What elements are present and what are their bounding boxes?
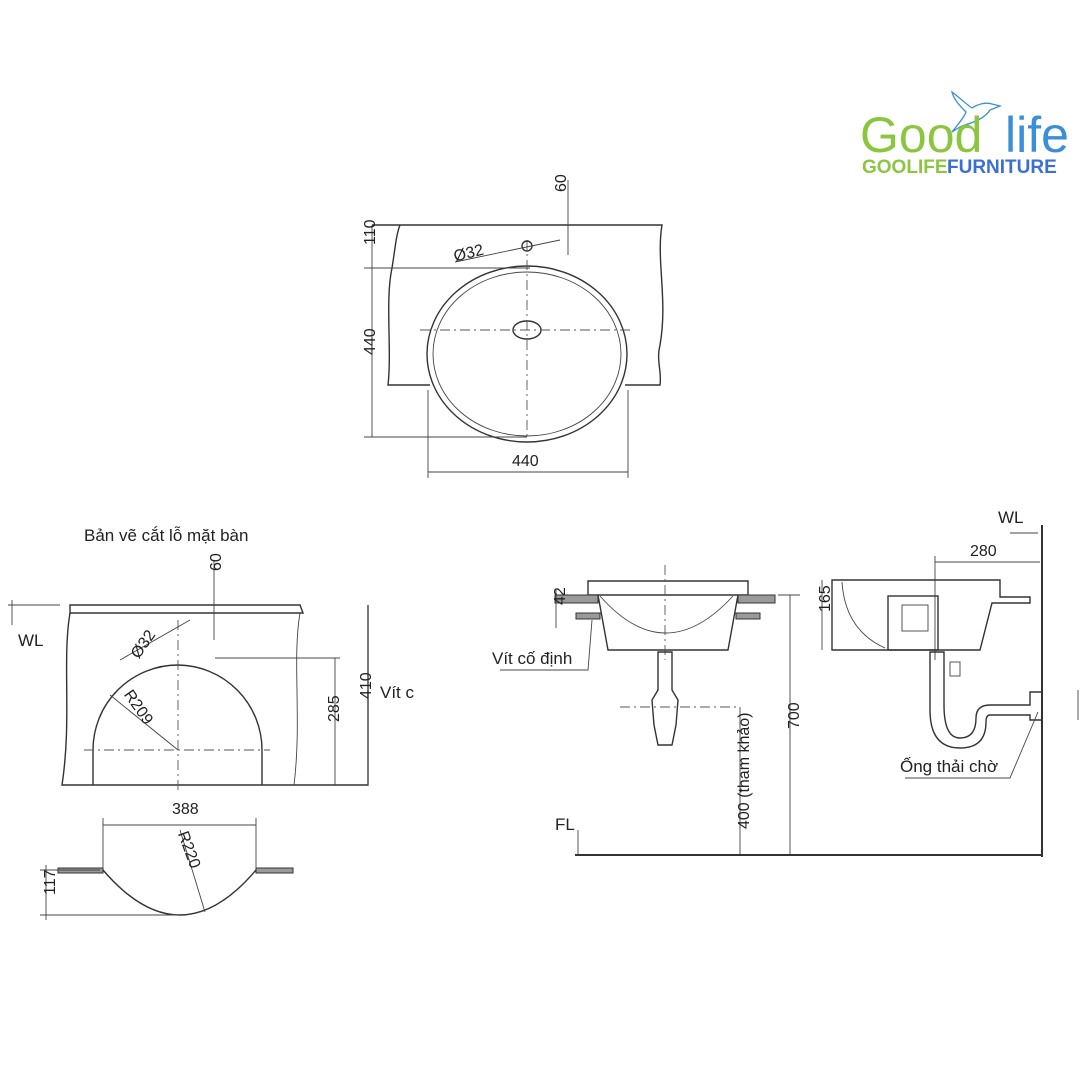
top-dim-440-depth: 440 bbox=[362, 328, 379, 355]
cutout-dim-60: 60 bbox=[208, 553, 225, 571]
side-wall-level: WL bbox=[998, 508, 1024, 527]
cutout-wall-level: WL bbox=[18, 631, 44, 650]
top-dim-60: 60 bbox=[553, 174, 570, 192]
front-dim-400: 400 (tham khảo) bbox=[736, 712, 753, 829]
cutout-dim-285: 285 bbox=[326, 695, 343, 722]
bird-icon bbox=[950, 90, 1003, 133]
side-dim-165: 165 bbox=[817, 585, 834, 612]
front-floor-level: FL bbox=[555, 815, 575, 834]
cutout-title: Bản vẽ cắt lỗ mặt bàn bbox=[84, 526, 248, 545]
top-dim-440-width: 440 bbox=[512, 453, 539, 470]
cutout-dim-388: 388 bbox=[172, 801, 199, 818]
cutout-dim-410: 410 bbox=[358, 672, 375, 699]
logo-tagline-blue: FURNITURE bbox=[947, 157, 1057, 178]
side-dim-280: 280 bbox=[970, 543, 997, 560]
logo-wordmark-blue: life bbox=[1005, 107, 1069, 163]
top-dim-drain: Ø32 bbox=[452, 242, 486, 266]
side-view: WL 280 165 Ống thải chờ bbox=[817, 508, 1079, 857]
front-dim-42: 42 bbox=[552, 587, 569, 605]
cutout-dim-drain: Ø32 bbox=[128, 627, 159, 662]
front-screw-label: Vít cố định bbox=[492, 649, 572, 668]
front-view: 42 Vít cố định 400 (tham khảo) 700 FL bbox=[492, 565, 1042, 856]
cutout-cut-label: Vít c bbox=[380, 683, 415, 702]
top-dim-110: 110 bbox=[362, 219, 379, 245]
logo-tagline-green: GOOLIFE bbox=[862, 157, 948, 178]
side-drain-label: Ống thải chờ bbox=[900, 756, 998, 776]
logo: Good life GOOLIFE FURNITURE bbox=[860, 90, 1069, 178]
cutout-view: Bản vẽ cắt lỗ mặt bàn WL 60 Ø32 R209 285… bbox=[8, 526, 415, 920]
logo-wordmark-green: Good bbox=[860, 107, 982, 163]
cutout-dim-r220: R220 bbox=[174, 829, 203, 871]
cutout-dim-117: 117 bbox=[42, 869, 59, 895]
front-dim-700: 700 bbox=[786, 702, 803, 729]
top-view: 60 Ø32 110 440 440 bbox=[362, 174, 664, 478]
